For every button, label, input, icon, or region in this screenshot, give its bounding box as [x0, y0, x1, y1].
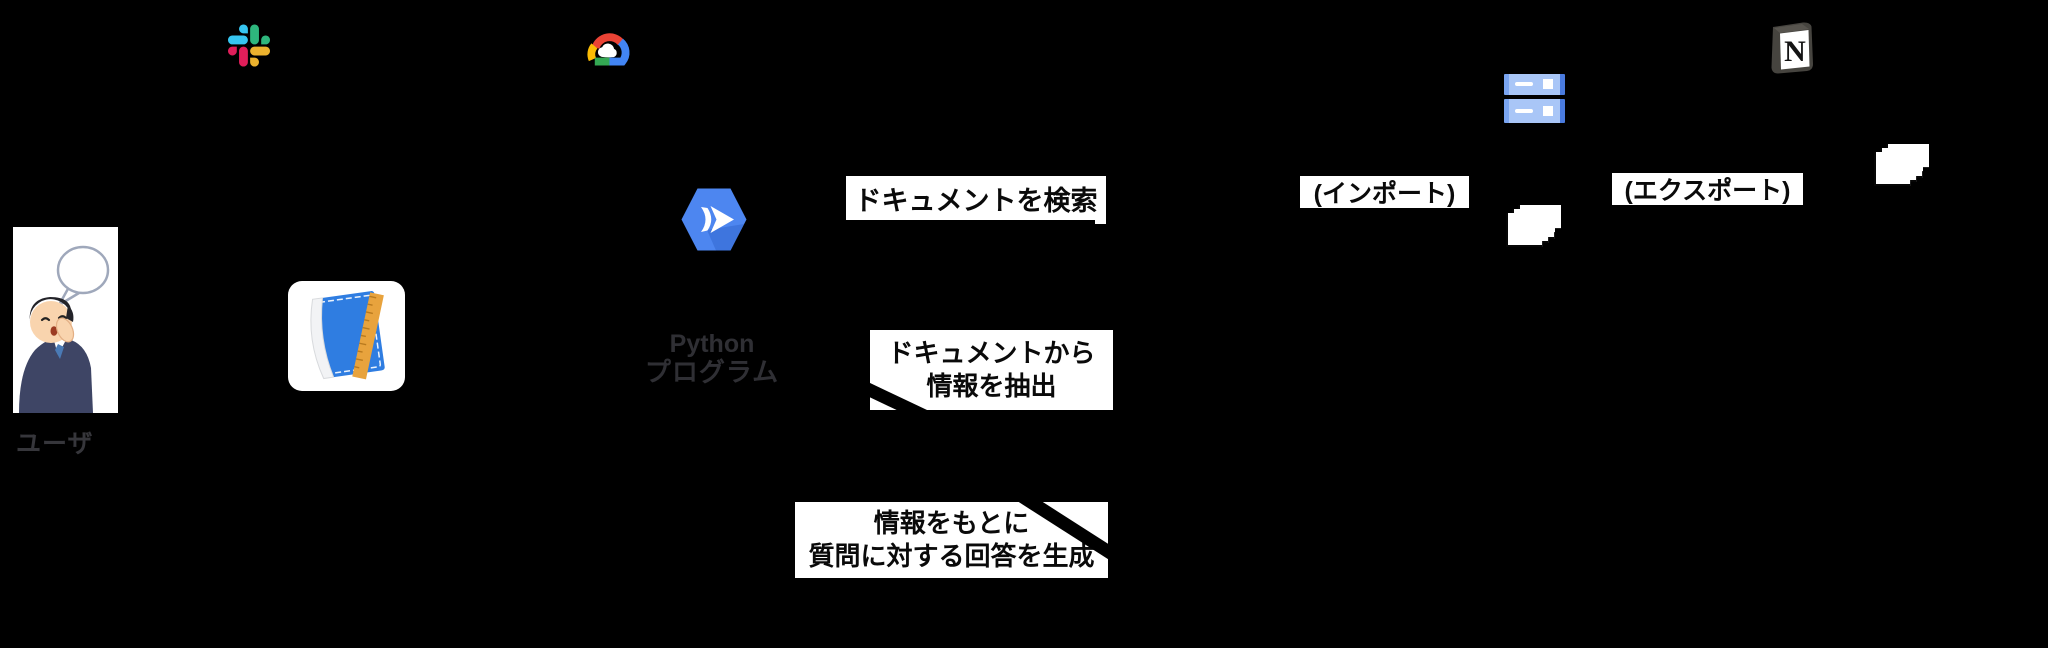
user-caption: ユーザ — [16, 430, 94, 458]
page — [1874, 152, 1917, 186]
app-engine-icon — [680, 187, 748, 252]
slack-icon — [228, 23, 270, 68]
extract-label-line1: ドキュメントから — [887, 338, 1096, 368]
document-stack-icon — [1874, 144, 1934, 189]
answer-label-line2: 質問に対する回答を生成 — [808, 541, 1095, 571]
search-label-text: ドキュメントを検索 — [854, 185, 1098, 216]
notion-letter: N — [1784, 35, 1806, 68]
suit-body — [19, 337, 93, 413]
mouth — [50, 326, 58, 336]
notion-icon: N — [1765, 20, 1815, 74]
step-label-generate-answer: 情報をもとに 質問に対する回答を生成 — [795, 489, 1133, 578]
export-label-text: (エクスポート) — [1624, 177, 1791, 205]
database-server-icon — [1504, 74, 1565, 123]
speech-bubble-icon — [56, 245, 110, 295]
documentation-book-icon — [288, 281, 405, 391]
hand — [55, 317, 75, 343]
python-caption-line1: Python — [669, 330, 755, 358]
import-label-text: (インポート) — [1313, 180, 1456, 208]
left-eye — [40, 317, 51, 322]
server-led — [1543, 106, 1553, 116]
server-led — [1543, 79, 1553, 89]
page — [1506, 213, 1549, 247]
step-label-import: (インポート) — [1300, 176, 1469, 208]
python-program-caption: Python プログラム — [628, 331, 796, 387]
user-person-icon — [13, 227, 118, 413]
tie — [55, 344, 64, 359]
answer-label-line1: 情報をもとに — [873, 508, 1030, 538]
server-slot — [1515, 82, 1533, 86]
step-label-search-documents: ドキュメントを検索 — [846, 176, 1106, 224]
document-stack-icon — [1506, 205, 1566, 250]
step-label-extract-info: ドキュメントから 情報を抽出 — [853, 330, 1113, 431]
right-eye — [57, 315, 68, 320]
server-unit — [1504, 74, 1565, 95]
extract-label-line2: 情報を抽出 — [926, 371, 1057, 401]
server-unit — [1504, 99, 1565, 123]
arrow-fragment — [1095, 218, 1106, 224]
server-slot — [1515, 109, 1533, 113]
step-label-export: (エクスポート) — [1612, 173, 1803, 205]
google-cloud-icon — [585, 28, 632, 72]
user-illustration-card — [13, 227, 118, 413]
hair-swoop — [66, 305, 74, 322]
python-caption-line2: プログラム — [644, 357, 780, 387]
